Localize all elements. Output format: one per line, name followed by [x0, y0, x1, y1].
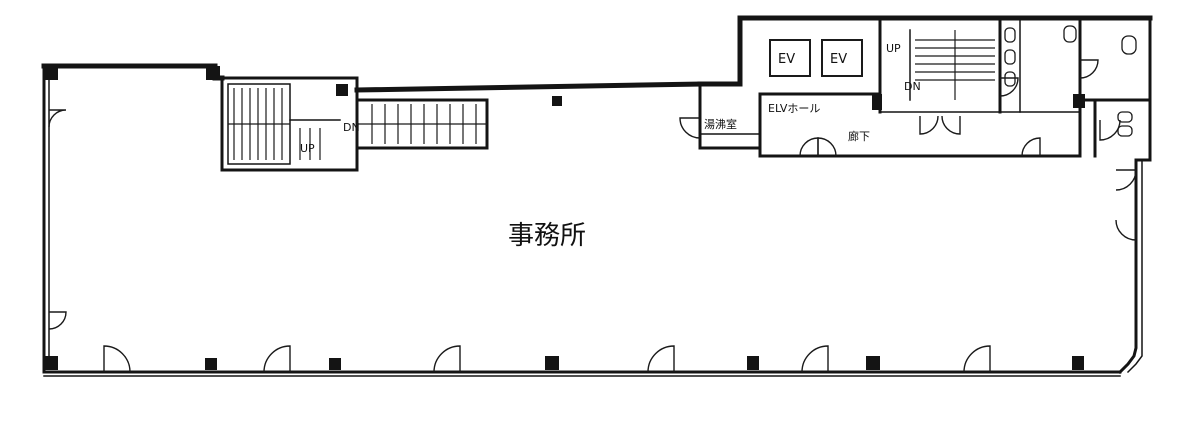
elevator-left-label: EV: [778, 52, 795, 67]
west-stair-up-label: UP: [300, 142, 315, 155]
elevator-hall-label: ELVホール: [768, 102, 820, 115]
east-stair-up-label: UP: [886, 42, 901, 55]
elevator-right-label: EV: [830, 52, 847, 67]
west-stair-core: UP DN: [220, 76, 360, 172]
columns: [44, 66, 1085, 370]
corridor-label: 廊下: [848, 129, 870, 143]
east-core: EV EV UP DN ELVホール 廊下 湯沸室: [697, 15, 1153, 158]
doors: [48, 59, 1137, 373]
kitchenette-label: 湯沸室: [704, 117, 737, 131]
office-room-label: 事務所: [508, 221, 586, 251]
central-stair: [355, 98, 489, 150]
office-outline: [41, 18, 1152, 377]
east-stair-down-label: DN: [904, 80, 921, 93]
